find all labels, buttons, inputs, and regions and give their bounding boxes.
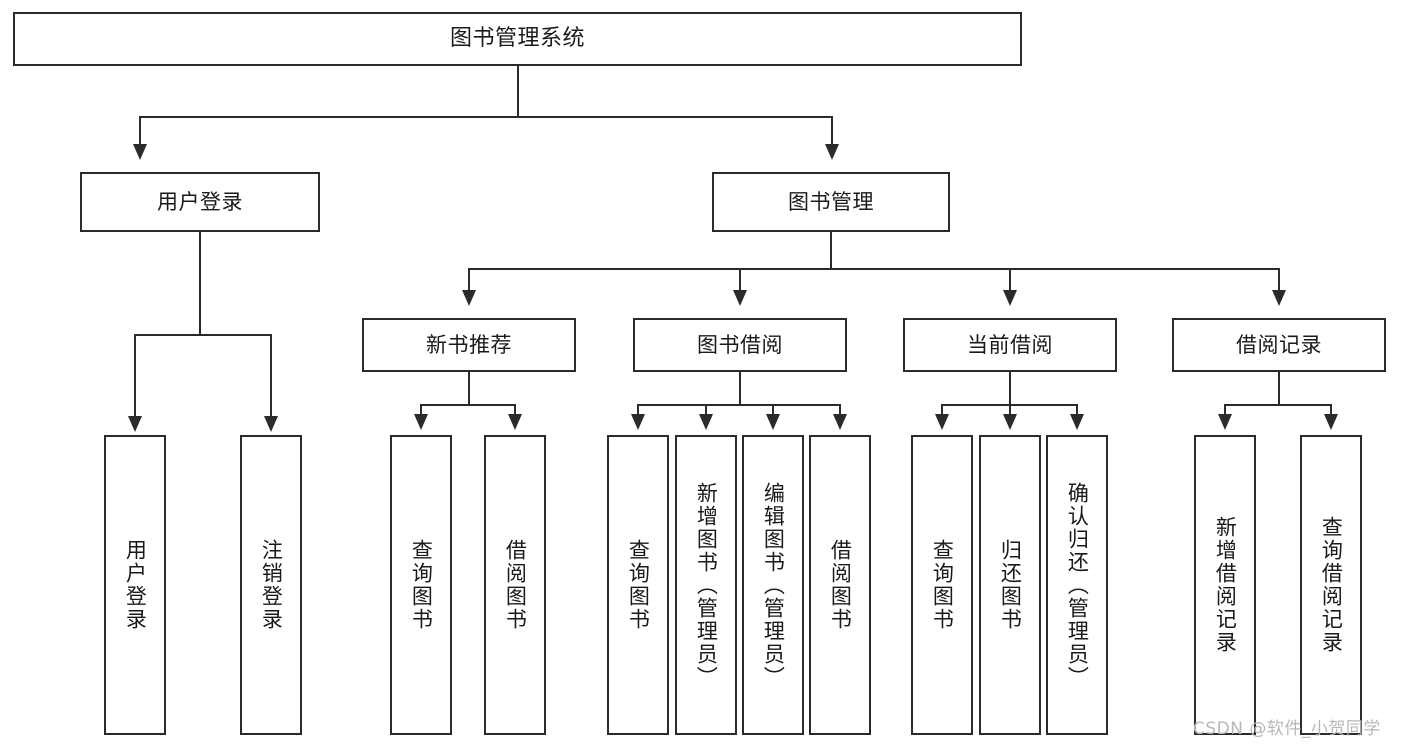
node-label: 编辑图书（管理员）	[761, 481, 786, 689]
connector-root-stem	[517, 66, 519, 117]
arrowhead-icon	[133, 144, 147, 160]
node-label: 查询借阅记录	[1319, 516, 1344, 654]
leaf-query-book-recommend[interactable]: 查询图书	[390, 435, 452, 735]
connector-user-login-bar	[134, 334, 271, 336]
connector-borrow-record-stem	[1278, 372, 1280, 406]
connector-book-borrow-drop-4	[839, 404, 841, 416]
node-label: 图书管理	[788, 189, 874, 214]
connector-book-borrow-drop-1	[637, 404, 639, 416]
leaf-borrow-book-recommend[interactable]: 借阅图书	[484, 435, 546, 735]
arrowhead-icon	[128, 416, 142, 432]
connector-borrow-record-drop-2	[1330, 404, 1332, 416]
node-label: 借阅记录	[1236, 332, 1322, 357]
node-label: 查询图书	[930, 539, 955, 631]
connector-current-borrow-drop-3	[1076, 404, 1078, 416]
connector-root-to-user-login	[139, 116, 141, 146]
arrowhead-icon	[935, 414, 949, 430]
node-label: 当前借阅	[967, 332, 1053, 357]
node-book-borrow[interactable]: 图书借阅	[633, 318, 847, 372]
connector-book-manage-drop-2	[739, 268, 741, 292]
connector-user-login-stem	[199, 232, 201, 336]
node-label: 借阅图书	[503, 539, 528, 631]
node-label: 新书推荐	[426, 332, 512, 357]
connector-current-borrow-drop-2	[1009, 404, 1011, 416]
node-label: 注销登录	[259, 539, 284, 631]
leaf-query-book-borrow[interactable]: 查询图书	[607, 435, 669, 735]
connector-new-book-drop-1	[420, 404, 422, 416]
arrowhead-icon	[631, 414, 645, 430]
node-new-book-recommend[interactable]: 新书推荐	[362, 318, 576, 372]
connector-user-login-left-drop	[134, 334, 136, 418]
arrowhead-icon	[699, 414, 713, 430]
connector-book-manage-drop-3	[1009, 268, 1011, 292]
leaf-query-book-current[interactable]: 查询图书	[911, 435, 973, 735]
leaf-return-book[interactable]: 归还图书	[979, 435, 1041, 735]
leaf-edit-book-admin[interactable]: 编辑图书（管理员）	[742, 435, 804, 735]
connector-new-book-stem	[468, 372, 470, 406]
node-root-system[interactable]: 图书管理系统	[13, 12, 1022, 66]
arrowhead-icon	[733, 290, 747, 306]
node-label: 借阅图书	[828, 539, 853, 631]
node-label: 图书借阅	[697, 332, 783, 357]
node-label: 用户登录	[157, 189, 243, 214]
node-book-management[interactable]: 图书管理	[712, 172, 950, 232]
arrowhead-icon	[825, 144, 839, 160]
arrowhead-icon	[1324, 414, 1338, 430]
leaf-user-login[interactable]: 用户登录	[104, 435, 166, 735]
node-label: 查询图书	[626, 539, 651, 631]
arrowhead-icon	[1272, 290, 1286, 306]
connector-current-borrow-drop-1	[941, 404, 943, 416]
arrowhead-icon	[1070, 414, 1084, 430]
arrowhead-icon	[1218, 414, 1232, 430]
connector-borrow-record-bar	[1224, 404, 1332, 406]
leaf-add-borrow-record[interactable]: 新增借阅记录	[1194, 435, 1256, 735]
connector-borrow-record-drop-1	[1224, 404, 1226, 416]
connector-root-bar	[139, 116, 833, 118]
leaf-add-book-admin[interactable]: 新增图书（管理员）	[675, 435, 737, 735]
node-label: 新增图书（管理员）	[694, 481, 719, 689]
connector-user-login-right-drop	[270, 334, 272, 418]
connector-book-borrow-drop-3	[772, 404, 774, 416]
leaf-borrow-book[interactable]: 借阅图书	[809, 435, 871, 735]
node-label: 用户登录	[123, 539, 148, 631]
arrowhead-icon	[833, 414, 847, 430]
node-label: 图书管理系统	[449, 26, 585, 51]
node-label: 查询图书	[409, 539, 434, 631]
arrowhead-icon	[264, 416, 278, 432]
arrowhead-icon	[1003, 414, 1017, 430]
node-user-login[interactable]: 用户登录	[80, 172, 320, 232]
node-label: 新增借阅记录	[1213, 516, 1238, 654]
leaf-logout[interactable]: 注销登录	[240, 435, 302, 735]
arrowhead-icon	[508, 414, 522, 430]
node-borrow-record[interactable]: 借阅记录	[1172, 318, 1386, 372]
connector-book-borrow-stem	[739, 372, 741, 406]
connector-book-borrow-bar	[637, 404, 841, 406]
arrowhead-icon	[414, 414, 428, 430]
connector-book-manage-stem	[830, 232, 832, 270]
arrowhead-icon	[1003, 290, 1017, 306]
connector-new-book-bar	[420, 404, 516, 406]
arrowhead-icon	[462, 290, 476, 306]
node-label: 归还图书	[998, 539, 1023, 631]
connector-new-book-drop-2	[514, 404, 516, 416]
node-current-borrow[interactable]: 当前借阅	[903, 318, 1117, 372]
leaf-query-borrow-record[interactable]: 查询借阅记录	[1300, 435, 1362, 735]
connector-book-manage-bar	[468, 268, 1280, 270]
connector-book-manage-drop-1	[468, 268, 470, 292]
node-label: 确认归还（管理员）	[1065, 481, 1090, 689]
connector-root-to-book-manage	[831, 116, 833, 146]
connector-book-manage-drop-4	[1278, 268, 1280, 292]
connector-book-borrow-drop-2	[705, 404, 707, 416]
leaf-confirm-return-admin[interactable]: 确认归还（管理员）	[1046, 435, 1108, 735]
connector-current-borrow-stem	[1009, 372, 1011, 406]
arrowhead-icon	[766, 414, 780, 430]
